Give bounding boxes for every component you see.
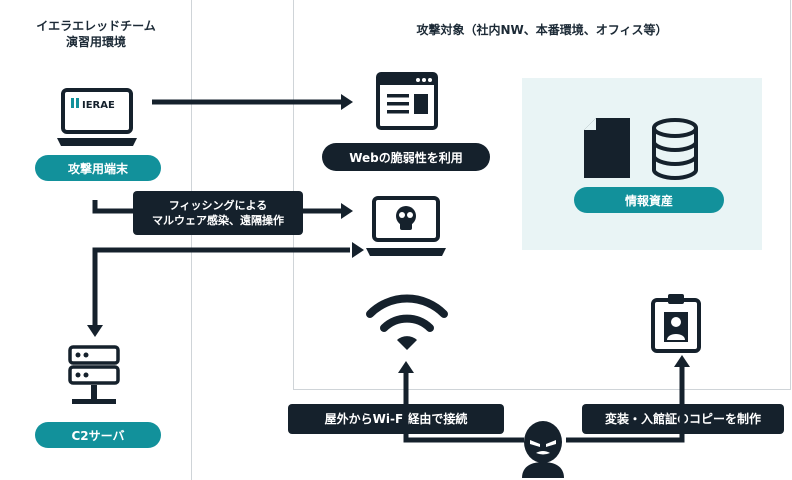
arrowhead-wifi [398,361,414,373]
information-asset-area [522,78,762,250]
arrow-to-badge [582,366,685,443]
database-icon [651,118,699,180]
server-stack-icon [64,345,124,415]
wifi-icon [364,288,450,354]
c2-server-label: C2サーバ [35,422,161,448]
arrow-to-phishing-start [92,200,133,214]
information-asset-label: 情報資産 [574,187,724,213]
skull-laptop-icon [366,196,446,258]
phishing-description: フィッシングによる マルウェア感染、遠隔操作 [133,191,303,235]
web-browser-icon [376,72,438,130]
attack-terminal-label: 攻撃用端末 [35,155,161,181]
phishing-line2: マルウェア感染、遠隔操作 [152,214,284,227]
arrowhead-web [341,94,353,110]
arrow-to-wifi [403,372,504,443]
arrow-to-c2 [92,247,350,326]
arrowhead-badge [674,355,690,367]
arrowhead-c2 [87,325,103,337]
left-title-line2: 演習用環境 [65,35,126,49]
left-title-line1: イエラエレッドチーム [36,19,156,33]
arrowhead-c2-origin [352,242,364,258]
web-vulnerability-label: Webの脆弱性を利用 [322,143,490,171]
hacker-icon [518,420,568,478]
laptop-logo-text: IERAE [82,100,115,111]
wifi-connection-label: 屋外からWi-Fi経由で接続 [288,404,504,434]
document-icon [582,116,632,180]
arrowhead-skull [341,203,353,219]
laptop-icon: IERAE [57,88,137,146]
left-panel-title: イエラエレッドチーム 演習用環境 [0,18,192,50]
id-badge-icon [650,292,702,354]
right-panel-title: 攻撃対象（社内NW、本番環境、オフィス等） [416,23,668,37]
phishing-line1: フィッシングによる [168,199,268,212]
red-team-environment-panel [0,0,192,480]
